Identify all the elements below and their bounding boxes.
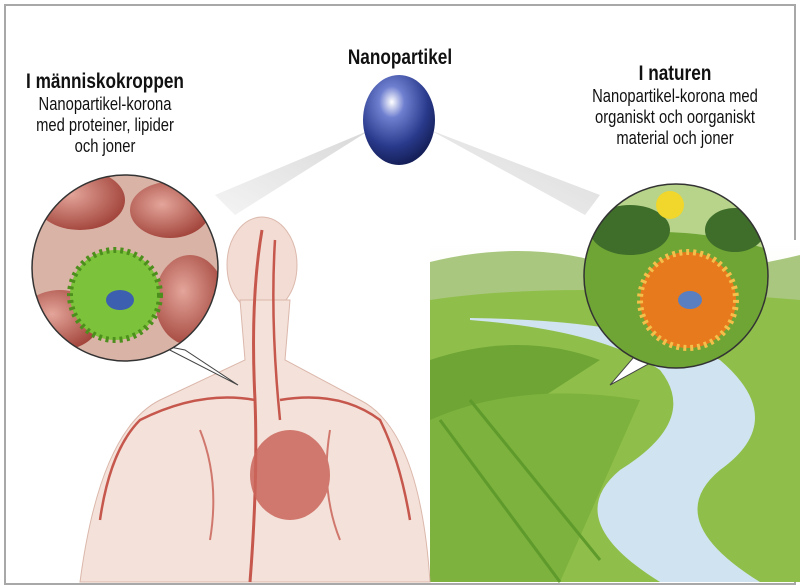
beam-left: [215, 130, 370, 215]
river: [470, 318, 760, 582]
left-line-2: med proteiner, lipider: [36, 115, 174, 135]
beam-right: [430, 130, 600, 215]
nature-corona-inset: [584, 184, 768, 368]
right-title: I naturen: [638, 62, 712, 85]
left-caption: I människokroppen Nanopartikel-korona me…: [19, 70, 191, 157]
right-caption: I naturen Nanopartikel-korona med organi…: [581, 62, 770, 149]
left-title: I människokroppen: [26, 70, 184, 93]
body-corona-inset: [32, 175, 218, 361]
right-line-2: organiskt och oorganiskt: [594, 107, 755, 127]
left-line-1: Nanopartikel-korona: [38, 94, 172, 114]
right-line-3: material och joner: [616, 128, 734, 148]
nanoparticle-sphere: [363, 75, 435, 165]
flower: [656, 191, 684, 219]
left-line-3: och joner: [74, 136, 136, 156]
human-body: [79, 216, 431, 583]
heart: [250, 430, 330, 520]
pointer-left: [159, 344, 239, 386]
right-line-1: Nanopartikel-korona med: [592, 86, 758, 106]
center-title: Nanopartikel: [347, 46, 453, 69]
